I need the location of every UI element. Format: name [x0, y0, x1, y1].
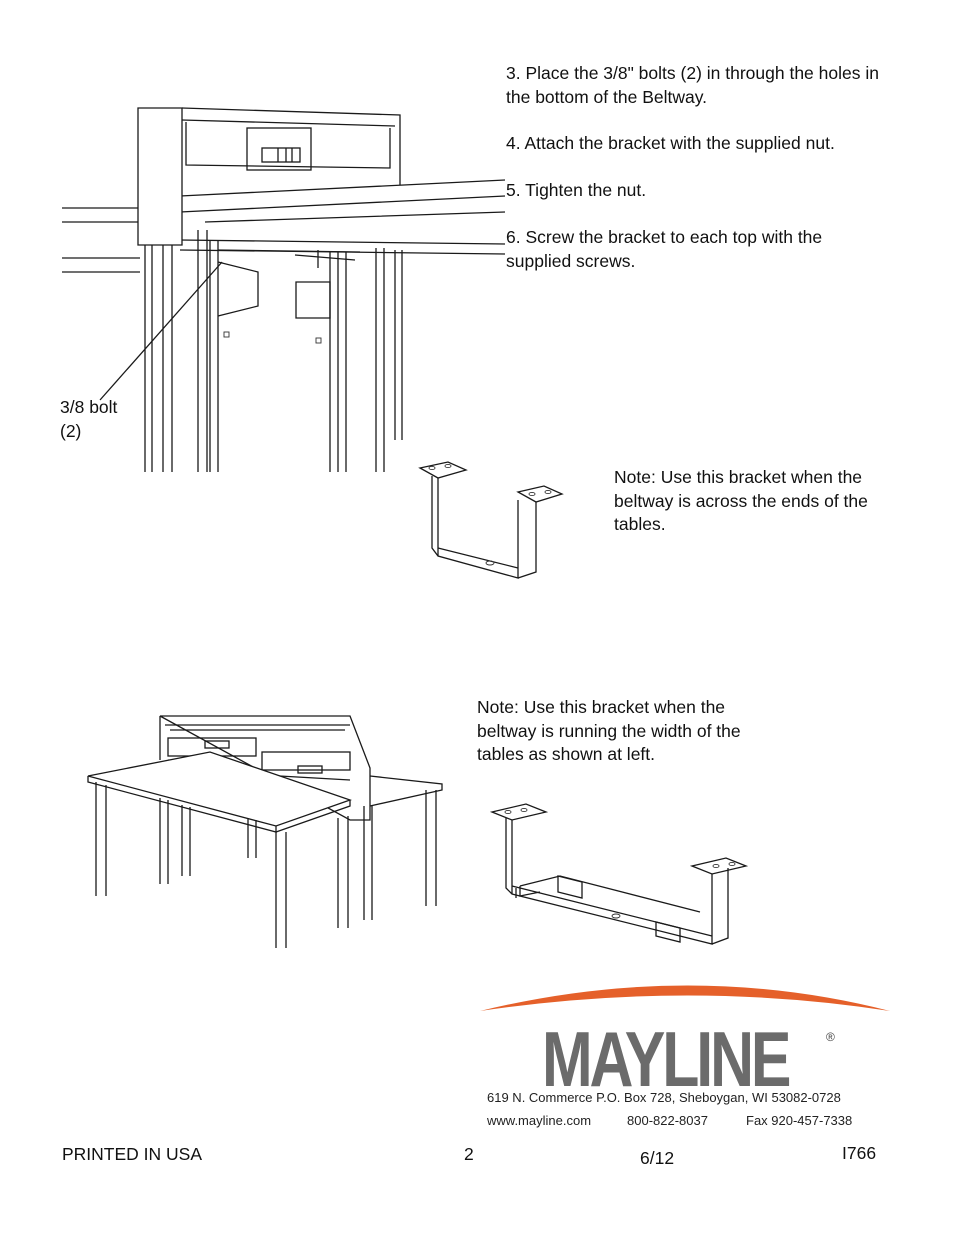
- instruction-step-3: 3. Place the 3/8" bolts (2) in through t…: [506, 63, 879, 107]
- instruction-step-5: 5. Tighten the nut.: [506, 180, 647, 200]
- bolt-callout-line-1: 3/8 bolt: [60, 397, 118, 417]
- instruction-step-4: 4. Attach the bracket with the supplied …: [506, 133, 835, 153]
- registered-mark: ®: [826, 1030, 835, 1044]
- company-fax: Fax 920-457-7338: [746, 1113, 853, 1128]
- page-number: 2: [464, 1144, 474, 1164]
- bolt-callout-label: 3/8 bolt (2): [60, 396, 117, 443]
- bolt-callout-line-2: (2): [60, 420, 82, 441]
- printed-in-usa: PRINTED IN USA: [62, 1144, 203, 1164]
- company-website: www.mayline.com: [487, 1113, 592, 1128]
- company-address: 619 N. Commerce P.O. Box 728, Sheboygan,…: [487, 1090, 841, 1105]
- document-id: I766: [842, 1143, 877, 1163]
- mayline-logo: MAYLINE: [542, 1015, 791, 1103]
- instruction-step-6: 6. Screw the bracket to each top with th…: [506, 227, 823, 271]
- note-ends-bracket: Note: Use this bracket when the beltway …: [614, 467, 868, 534]
- company-phone: 800-822-8037: [627, 1113, 708, 1128]
- revision-date: 6/12: [640, 1148, 675, 1168]
- note-width-bracket: Note: Use this bracket when the beltway …: [477, 697, 741, 764]
